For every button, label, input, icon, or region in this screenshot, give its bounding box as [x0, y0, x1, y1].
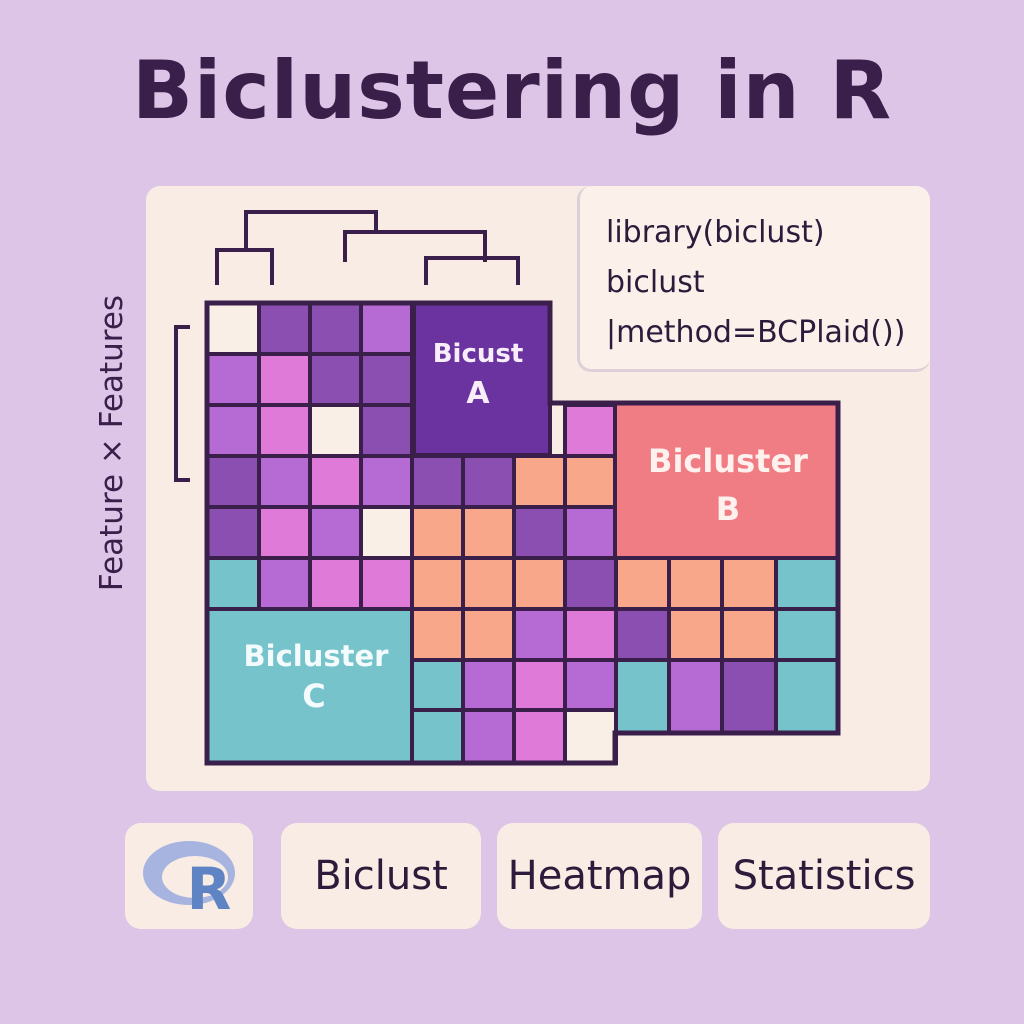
- bicluster-b-letter: B: [716, 490, 740, 528]
- bicluster-c: Bicluster C: [205, 607, 414, 765]
- heatmap-cell: [257, 352, 312, 407]
- bicluster-c-letter: C: [302, 677, 325, 715]
- heatmap-chip-label: Heatmap: [507, 853, 692, 899]
- heatmap-cell: [359, 454, 414, 509]
- code-line: biclust: [606, 265, 705, 300]
- heatmap-cell: [308, 556, 363, 611]
- heatmap-cell: [359, 556, 414, 611]
- heatmap-cell: [257, 403, 312, 458]
- heatmap-cell: [410, 505, 465, 560]
- heatmap-cell: [720, 658, 778, 735]
- heatmap-cell: [667, 607, 724, 662]
- heatmap-outline: [204, 300, 841, 766]
- heatmap-cell: [257, 301, 312, 356]
- heatmap-cell: [410, 708, 465, 765]
- heatmap-cell: [563, 454, 618, 509]
- bicluster-a: Bicust A: [412, 301, 552, 457]
- heatmap-cell: [359, 403, 414, 458]
- heatmap-cell: [563, 556, 618, 611]
- heatmap-cell: [774, 607, 840, 662]
- svg-text:R: R: [187, 855, 232, 919]
- page-title: Biclustering in R: [131, 44, 893, 137]
- heatmap-cell: [205, 403, 261, 458]
- heatmap-cell: [308, 403, 363, 458]
- heatmap-cell: [667, 556, 724, 611]
- heatmap-cell: [257, 454, 312, 509]
- heatmap-cell: [410, 607, 465, 662]
- r-logo-icon: R: [143, 841, 235, 919]
- heatmap-cell: [205, 454, 261, 509]
- heatmap-cell: [410, 454, 465, 509]
- code-snippet-box: library(biclust) biclust |method=BCPlaid…: [577, 186, 930, 372]
- heatmap-cell: [461, 708, 516, 765]
- heatmap-cell: [461, 505, 516, 560]
- heatmap-cell: [563, 403, 618, 458]
- heatmap-cell: [359, 301, 414, 356]
- code-line: library(biclust): [606, 215, 825, 250]
- bicluster-c-block: [205, 607, 414, 765]
- row-bracket: [174, 325, 190, 482]
- heatmap-cell: [257, 505, 312, 560]
- heatmap-cell: [205, 352, 261, 407]
- heatmap-cell: [563, 505, 618, 560]
- bicluster-b-block: [613, 401, 840, 560]
- heatmap-cell: [563, 658, 618, 712]
- bicluster-a-label: Bicust: [433, 339, 524, 369]
- heatmap-cell: [359, 352, 414, 407]
- heatmap-cell: [410, 556, 465, 611]
- heatmap-cell: [774, 658, 840, 735]
- heatmap-cell: [308, 454, 363, 509]
- heatmap-cell: [720, 556, 778, 611]
- column-dendrogram: [215, 210, 520, 285]
- heatmap-cell: [512, 658, 567, 712]
- biclust-chip-label: Biclust: [314, 853, 448, 899]
- heatmap-cell: [308, 505, 363, 560]
- heatmap-cell: [667, 658, 724, 735]
- heatmap-cell: [257, 556, 312, 611]
- bicluster-b-label: Bicluster: [648, 442, 808, 480]
- heatmap-cell: [563, 607, 618, 662]
- heatmap-cell: [308, 352, 363, 407]
- bicluster-a-block: [412, 301, 552, 457]
- statistics-chip-label: Statistics: [732, 853, 916, 899]
- heatmap-cell: [512, 505, 567, 560]
- heatmap-cell: [512, 708, 567, 765]
- r-logo-chip: R: [125, 823, 253, 929]
- heatmap-cell: [774, 556, 840, 611]
- heatmap-cell: [461, 607, 516, 662]
- bicluster-a-letter: A: [466, 376, 490, 411]
- heatmap-cell: [205, 505, 261, 560]
- heatmap-cell: [512, 607, 567, 662]
- heatmap-cell: [359, 505, 414, 560]
- heatmap-chip[interactable]: Heatmap: [497, 823, 702, 929]
- heatmap-cell: [563, 708, 618, 765]
- heatmap-cell: [308, 301, 363, 356]
- heatmap-cell: [614, 556, 671, 611]
- code-line: |method=BCPlaid()): [606, 315, 906, 350]
- heatmap-cell: [461, 658, 516, 712]
- heatmap-cell: [205, 301, 261, 356]
- heatmap-cell: [614, 658, 671, 735]
- heatmap-cell: [461, 454, 516, 509]
- biclust-chip[interactable]: Biclust: [281, 823, 481, 929]
- bicluster-c-label: Bicluster: [244, 639, 390, 673]
- statistics-chip[interactable]: Statistics: [718, 823, 930, 929]
- heatmap-cell: [512, 556, 567, 611]
- heatmap-cell: [410, 658, 465, 712]
- heatmap-cell: [461, 556, 516, 611]
- bicluster-b: Bicluster B: [613, 401, 840, 560]
- heatmap-cell: [720, 607, 778, 662]
- heatmap-cell: [614, 607, 671, 662]
- heatmap-cell: [205, 556, 261, 611]
- heatmap-cell: [512, 454, 567, 509]
